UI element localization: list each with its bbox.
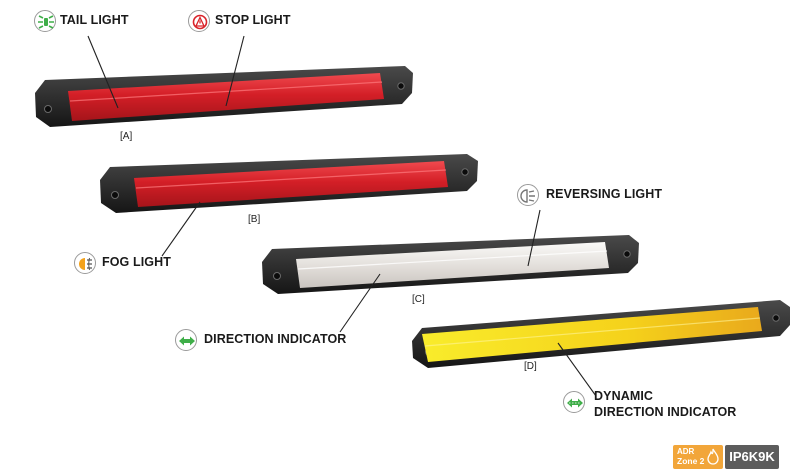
callout-tail bbox=[87, 35, 119, 109]
adr-zone-badge: ADR Zone 2 bbox=[673, 445, 723, 469]
flame-icon bbox=[707, 448, 719, 465]
callout-dynamic bbox=[557, 342, 597, 397]
variant-tag-c: [C] bbox=[412, 294, 425, 305]
variant-tag-d: [D] bbox=[524, 361, 537, 372]
light-b bbox=[100, 154, 478, 213]
stop-light-label: STOP LIGHT bbox=[215, 13, 291, 27]
dynamic-indicator-icon bbox=[563, 391, 585, 413]
callout-reversing bbox=[527, 209, 541, 267]
tail-light-icon bbox=[34, 10, 56, 32]
adr-badge-line1: ADR bbox=[677, 447, 695, 456]
reversing-light-icon bbox=[517, 184, 539, 206]
light-c bbox=[262, 235, 639, 294]
fog-light-icon bbox=[74, 252, 96, 274]
callout-indicator bbox=[339, 273, 381, 333]
stop-light-icon bbox=[188, 10, 210, 32]
reversing-light-label: REVERSING LIGHT bbox=[546, 187, 663, 201]
dynamic-indicator-label-line1: DYNAMIC bbox=[594, 389, 654, 403]
variant-tag-a: [A] bbox=[120, 131, 133, 142]
dynamic-indicator-label-line2: DIRECTION INDICATOR bbox=[594, 405, 737, 419]
callout-stop bbox=[225, 35, 245, 107]
fog-light-label: FOG LIGHT bbox=[102, 255, 171, 269]
light-d bbox=[412, 300, 790, 368]
direction-indicator-label: DIRECTION INDICATOR bbox=[204, 332, 347, 346]
variant-tag-b: [B] bbox=[248, 214, 261, 225]
callout-fog bbox=[161, 201, 201, 257]
ip-rating-badge: IP6K9K bbox=[725, 445, 779, 469]
direction-indicator-icon bbox=[175, 329, 197, 351]
light-a bbox=[35, 66, 413, 127]
adr-badge-line2: Zone 2 bbox=[677, 456, 705, 466]
tail-light-label: TAIL LIGHT bbox=[60, 13, 129, 27]
